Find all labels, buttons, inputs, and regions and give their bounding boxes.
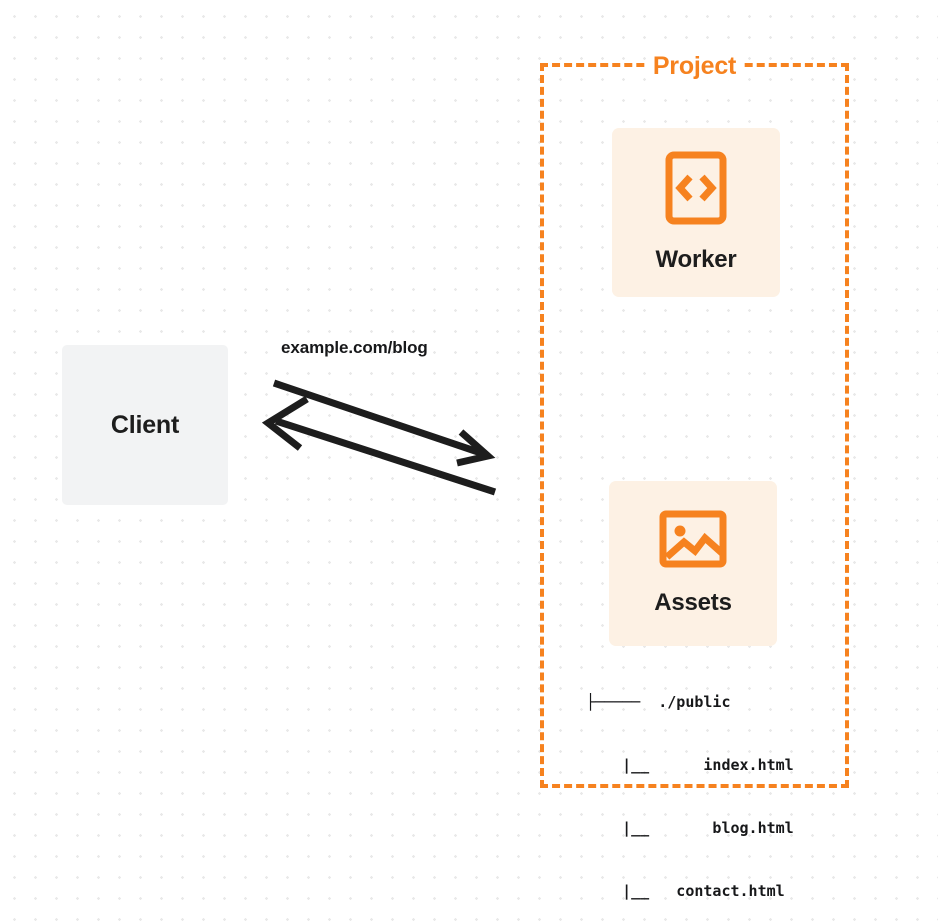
- code-brackets-icon: [665, 151, 727, 230]
- image-icon: [659, 510, 727, 573]
- file-tree-line: |__ blog.html: [586, 819, 794, 837]
- worker-label: Worker: [655, 246, 737, 273]
- assets-node[interactable]: Assets: [609, 481, 777, 646]
- request-arrow: [272, 379, 496, 467]
- client-node: Client: [62, 345, 228, 505]
- project-container: Project: [540, 51, 849, 788]
- connection-label: example.com/blog: [281, 338, 428, 357]
- worker-node[interactable]: Worker: [612, 128, 780, 297]
- file-tree-line: |__ index.html: [586, 756, 794, 774]
- file-tree-line: ├───── ./public: [586, 693, 731, 711]
- project-title: Project: [645, 51, 744, 81]
- client-label: Client: [110, 410, 180, 439]
- file-tree-line: |__ contact.html: [586, 882, 785, 900]
- response-arrow: [261, 396, 497, 496]
- assets-label: Assets: [654, 589, 732, 616]
- assets-file-tree: ├───── ./public |__ index.html |__ blog.…: [586, 650, 794, 923]
